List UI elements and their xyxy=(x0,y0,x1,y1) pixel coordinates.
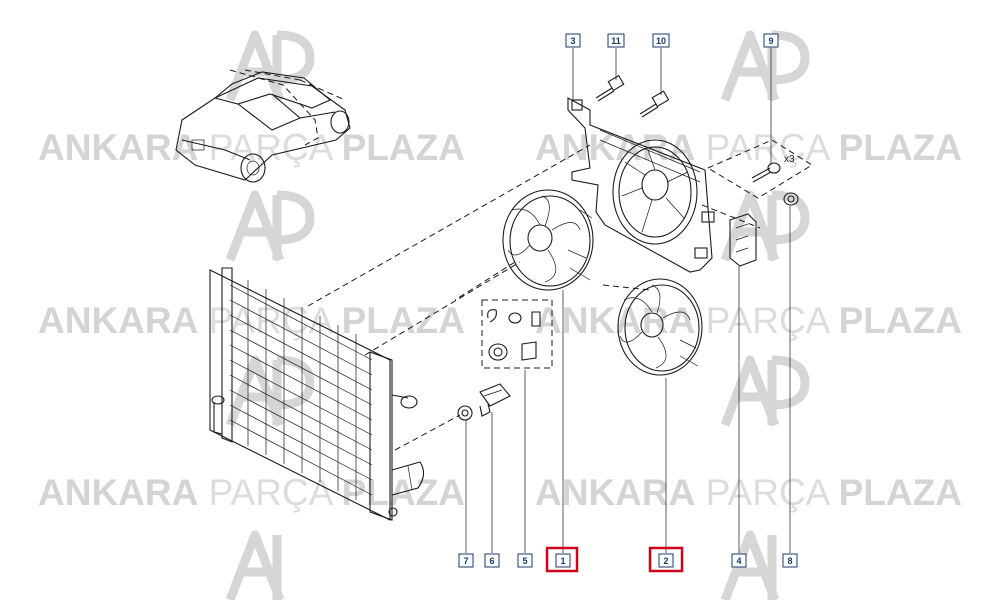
svg-text:3: 3 xyxy=(570,36,575,46)
callout-5: 5 xyxy=(517,553,533,568)
car-illustration xyxy=(175,69,351,183)
callout-4: 4 xyxy=(731,553,747,568)
wm-word-parca: PARÇA xyxy=(706,300,831,341)
radiator-illustration xyxy=(209,267,425,521)
watermark-logo xyxy=(720,355,810,427)
bolt-11 xyxy=(595,74,625,102)
callout-6: 6 xyxy=(484,553,500,568)
wm-word-plaza: PLAZA xyxy=(839,472,962,513)
bolt-10 xyxy=(639,90,670,118)
washer-7 xyxy=(457,405,473,421)
watermark-logo xyxy=(225,30,315,102)
svg-text:ANKARA PARÇA PLAZA: ANKARA PARÇA PLAZA xyxy=(535,127,962,168)
svg-text:11: 11 xyxy=(611,36,621,46)
callout-11: 11 xyxy=(607,33,625,48)
svg-text:7: 7 xyxy=(463,556,468,566)
watermark-logo xyxy=(225,530,285,600)
wm-word-parca: PARÇA xyxy=(209,127,334,168)
nut-8 xyxy=(783,192,799,206)
wm-word-plaza: PLAZA xyxy=(839,127,962,168)
fixing-kit-5 xyxy=(487,309,541,361)
assembly-lines xyxy=(229,69,813,451)
watermark-logos xyxy=(225,30,810,600)
fan-shroud-illustration xyxy=(567,97,715,273)
callout-leaders xyxy=(465,48,791,553)
wm-word-ankara: ANKARA xyxy=(38,127,198,168)
svg-text:5: 5 xyxy=(522,556,527,566)
svg-text:10: 10 xyxy=(656,36,666,46)
svg-text:4: 4 xyxy=(736,556,741,566)
svg-text:9: 9 xyxy=(768,36,773,46)
watermark-logo xyxy=(225,355,315,427)
svg-text:ANKARA PARÇA PLAZA: ANKARA PARÇA PLAZA xyxy=(535,472,962,513)
svg-text:6: 6 xyxy=(489,556,494,566)
watermark-logo xyxy=(720,190,810,262)
wm-word-parca: PARÇA xyxy=(706,472,831,513)
svg-text:2: 2 xyxy=(663,556,668,566)
wm-word-ankara: ANKARA xyxy=(535,300,695,341)
watermark-logo xyxy=(720,530,780,600)
fan-1-illustration xyxy=(502,189,594,291)
svg-text:ANKARA PARÇA PLAZA: ANKARA PARÇA PLAZA xyxy=(535,300,962,341)
fan-2-illustration xyxy=(617,278,703,376)
wm-word-plaza: PLAZA xyxy=(342,127,465,168)
callout-1: 1 xyxy=(545,546,579,573)
svg-text:ANKARA PARÇA PLAZA: ANKARA PARÇA PLAZA xyxy=(38,127,465,168)
relay-4 xyxy=(729,213,757,267)
callout-8: 8 xyxy=(782,553,798,568)
svg-text:8: 8 xyxy=(787,556,792,566)
callout-3: 3 xyxy=(565,33,581,48)
callout-9: 9 xyxy=(763,33,779,48)
wm-word-parca: PARÇA xyxy=(209,300,334,341)
watermark-logo xyxy=(225,190,315,262)
wm-word-ankara: ANKARA xyxy=(535,127,695,168)
wm-word-ankara: ANKARA xyxy=(38,472,198,513)
svg-text:1: 1 xyxy=(560,556,565,566)
wm-word-ankara: ANKARA xyxy=(535,472,695,513)
watermark-text: ANKARA PARÇA PLAZA ANKARA PARÇA PLAZA AN… xyxy=(38,127,962,513)
thermo-switch-6 xyxy=(479,383,511,417)
highlight-box xyxy=(545,546,579,573)
callout-10: 10 xyxy=(652,33,670,48)
wm-word-ankara: ANKARA xyxy=(38,300,198,341)
callout-7: 7 xyxy=(458,553,474,568)
screw-9 xyxy=(751,162,781,183)
wm-word-parca: PARÇA xyxy=(209,472,334,513)
callout-2: 2 xyxy=(648,546,684,573)
wm-word-parca: PARÇA xyxy=(706,127,831,168)
wm-word-plaza: PLAZA xyxy=(839,300,962,341)
watermark-logo xyxy=(720,30,810,102)
svg-text:ANKARA PARÇA PLAZA: ANKARA PARÇA PLAZA xyxy=(38,300,465,341)
highlight-box xyxy=(648,546,684,573)
quantity-note: x3 xyxy=(784,154,795,165)
